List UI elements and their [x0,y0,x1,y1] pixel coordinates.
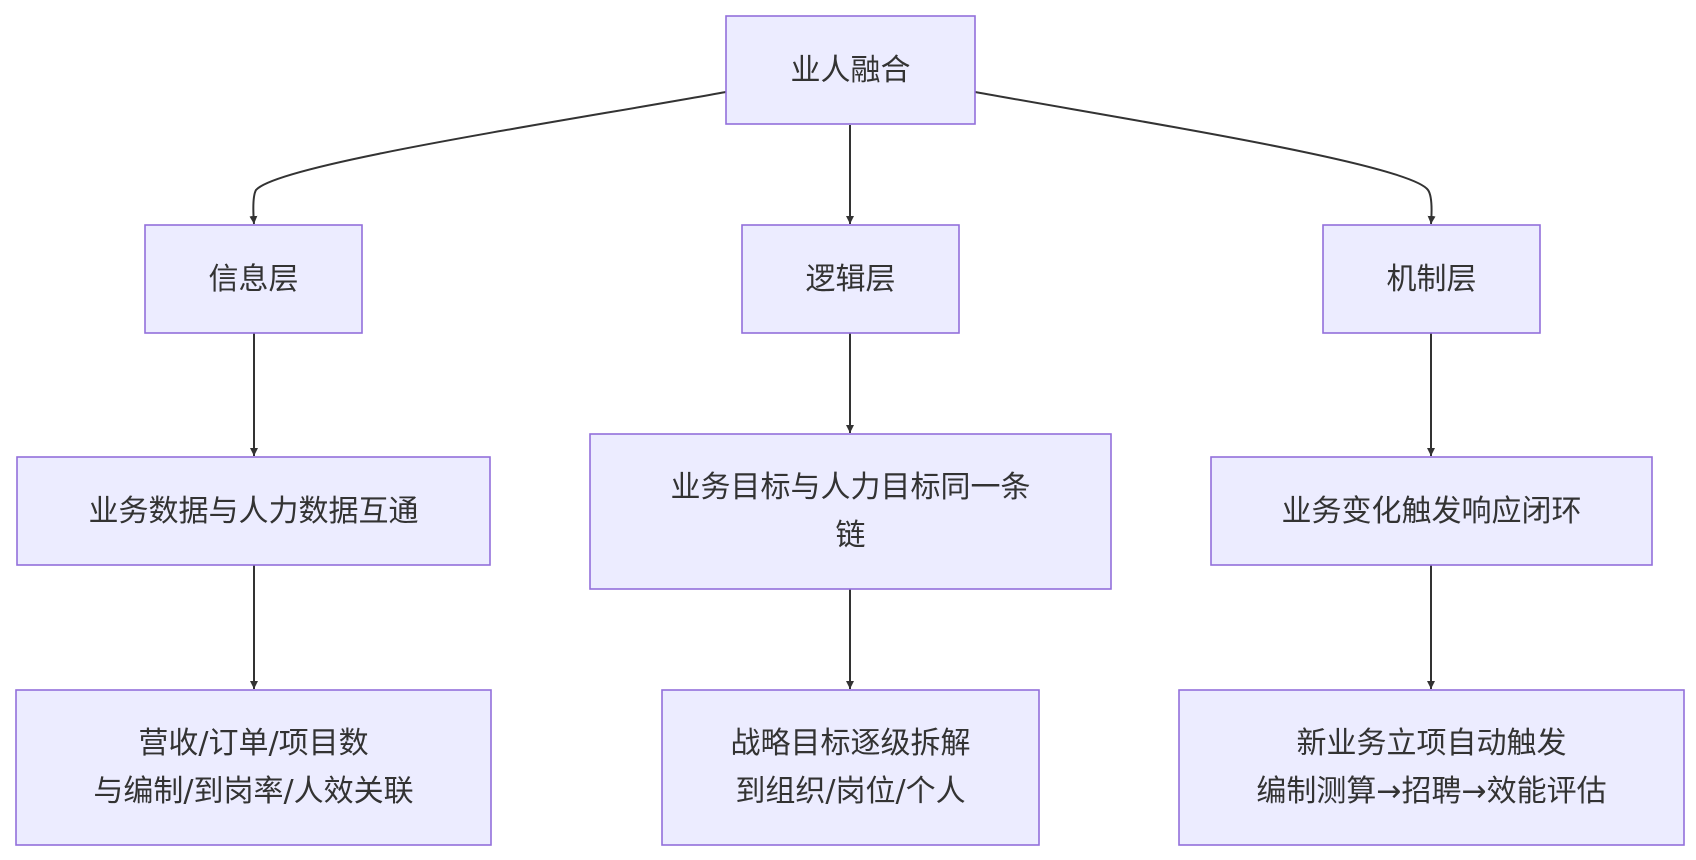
node-label-line: 营收/订单/项目数 [138,726,368,761]
node-mechanism-layer: 机制层 [1322,224,1541,334]
node-label-line: 战略目标逐级拆解 [731,726,971,761]
node-label: 营收/订单/项目数与编制/到岗率/人效关联 [93,726,413,809]
node-label: 战略目标逐级拆解到组织/岗位/个人 [731,726,971,809]
node-label: 业人融合 [791,53,911,88]
node-label: 业务目标与人力目标同一条链 [671,470,1031,553]
node-label-line: 与编制/到岗率/人效关联 [93,774,413,809]
node-label: 业务变化触发响应闭环 [1282,494,1582,529]
node-label-line: 业务目标与人力目标同一条 [671,470,1031,505]
node-change-loop: 业务变化触发响应闭环 [1210,456,1653,566]
node-label: 业务数据与人力数据互通 [89,494,419,529]
node-label-line: 业务变化触发响应闭环 [1282,494,1582,529]
node-label-line: 新业务立项自动触发 [1297,726,1567,761]
node-goal-chain: 业务目标与人力目标同一条链 [589,433,1112,590]
node-label-line: 机制层 [1387,262,1477,297]
node-label: 逻辑层 [806,262,896,297]
node-info-layer: 信息层 [144,224,363,334]
node-label-line: 信息层 [209,262,299,297]
node-label-line: 到组织/岗位/个人 [735,774,965,809]
node-auto-trigger: 新业务立项自动触发编制测算→招聘→效能评估 [1178,689,1685,846]
edge-root-to-mechanism-layer [974,91,1436,225]
edges [249,91,1436,689]
node-label-line: 编制测算→招聘→效能评估 [1256,774,1606,809]
node-label: 机制层 [1387,262,1477,297]
node-data-interop: 业务数据与人力数据互通 [16,456,491,566]
edge-root-to-info-layer [249,91,727,225]
node-label: 信息层 [209,262,299,297]
node-label-line: 业人融合 [791,53,911,88]
node-label-line: 链 [836,518,866,553]
node-root: 业人融合 [725,15,976,125]
node-label-line: 业务数据与人力数据互通 [89,494,419,529]
node-logic-layer: 逻辑层 [741,224,960,334]
node-label-line: 逻辑层 [806,262,896,297]
node-label: 新业务立项自动触发编制测算→招聘→效能评估 [1256,726,1606,809]
node-goal-decomposition: 战略目标逐级拆解到组织/岗位/个人 [661,689,1040,846]
node-metrics-link: 营收/订单/项目数与编制/到岗率/人效关联 [15,689,492,846]
